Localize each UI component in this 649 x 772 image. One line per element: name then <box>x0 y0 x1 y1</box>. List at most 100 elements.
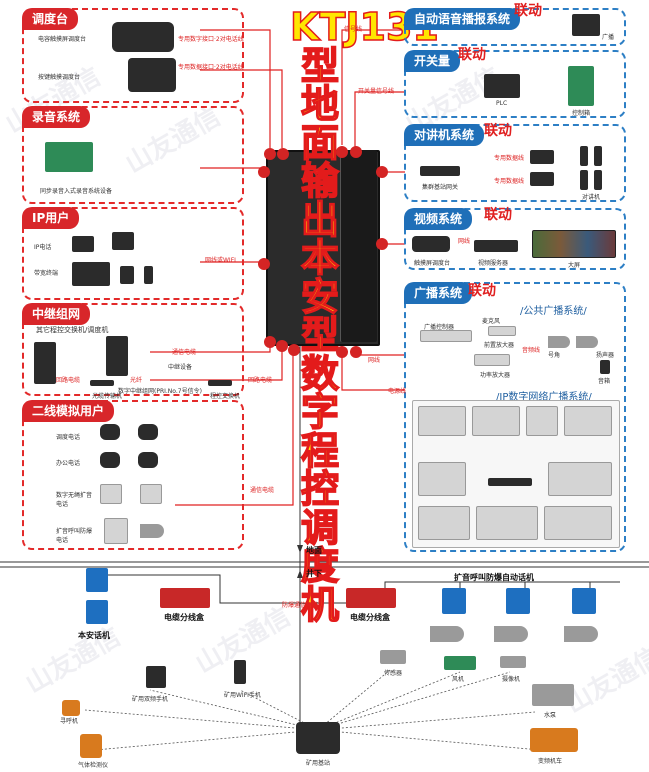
mine-base-station-device <box>296 722 340 754</box>
video-item-console: 触摸屏调度台 <box>414 260 451 267</box>
video-section: 视频系统 <box>404 208 626 270</box>
video-title: 视频系统 <box>404 208 473 230</box>
optical-transmitter-device <box>90 380 114 386</box>
analog-item-office-phone: 办公电话 <box>56 460 81 467</box>
preamp-device <box>488 326 516 336</box>
intercom-item-radio: 对讲机 <box>582 194 601 201</box>
ip-title: IP用户 <box>22 207 80 229</box>
camera-label: 摄像机 <box>502 676 521 683</box>
intercom-section: 对讲机系统 <box>404 124 626 202</box>
broadcast-phone-device <box>572 588 596 614</box>
analog-item-cordless: 数字无绳扩音电话 <box>56 492 93 508</box>
fan-device <box>444 656 476 670</box>
port-dot <box>264 336 276 348</box>
broadcast-ipnet: /IP数字网络广播系统/ <box>496 392 592 403</box>
sensor-label: 传感器 <box>384 670 403 677</box>
underground-label: 井下 <box>306 569 322 578</box>
control-box-device <box>568 66 594 106</box>
ip-section: IP用户 <box>22 207 244 300</box>
port-dot <box>336 346 348 358</box>
switch-title: 开关量 <box>404 50 461 72</box>
gateway-device <box>420 166 460 176</box>
dispatch-item-1: 电容触摸屏调度台 <box>38 36 87 43</box>
recording-item: 同步录音入式录音系统设备 <box>40 188 113 195</box>
broadcast-controller-device <box>420 330 472 342</box>
sensor-device <box>380 650 406 664</box>
touch-console-device <box>112 22 174 52</box>
locomotive-label: 变频机车 <box>538 758 563 765</box>
relay-title: 中继组网 <box>22 303 91 325</box>
walkie-talkie-device <box>580 170 588 190</box>
horn-device <box>140 524 164 538</box>
port-dot <box>350 346 362 358</box>
relay-item-exchange: 其它程控交换机/调度机 <box>36 326 109 334</box>
auto-broadcast-line: 信号线 <box>344 26 363 33</box>
ip-item-terminal: 带宽终端 <box>34 270 59 277</box>
gas-detector-label: 气体检测仪 <box>78 762 109 769</box>
radio-base-device <box>530 172 554 186</box>
power-amp-device <box>474 354 510 366</box>
phone-device <box>100 452 120 468</box>
ip-broadcast-module <box>476 506 538 540</box>
dispatch-title: 调度台 <box>22 8 79 30</box>
auto-broadcast-title: 自动语音播报系统 <box>404 8 521 30</box>
broadcast-item-horn: 号角 <box>548 352 561 359</box>
page-title: KTJ131型地面输出本安型数字程控调度机 <box>289 5 439 627</box>
mobile-device <box>144 266 153 284</box>
server-device <box>572 14 600 36</box>
port-dot <box>376 238 388 250</box>
intrinsic-phone-device <box>86 568 108 592</box>
horn-device <box>564 626 598 642</box>
broadcast-item-controller: 广播控制器 <box>424 324 455 331</box>
broadcast-line-net: 网线 <box>368 357 381 364</box>
cabinet-door <box>340 150 377 342</box>
intrinsic-phone-device <box>86 600 108 624</box>
link-label: 联动 <box>514 3 542 19</box>
ip-broadcast-switch <box>488 478 532 486</box>
exchange-cabinet-device-2 <box>106 336 128 376</box>
big-screen-device <box>532 230 616 258</box>
relay-line-cable: 通信电缆 <box>172 349 197 356</box>
ip-broadcast-module <box>544 506 612 540</box>
port-dot <box>276 340 288 352</box>
wifi-phone-label: 矿用WIFI手机 <box>224 692 261 699</box>
ground-label: 地面 <box>306 546 322 555</box>
cable-label: 防爆通信电缆 <box>282 602 319 609</box>
broadcast-item-preamp: 前置放大器 <box>484 342 515 349</box>
auto-broadcast-device: 广播 <box>602 34 615 41</box>
port-dot <box>264 148 276 160</box>
ip-broadcast-module <box>548 462 612 496</box>
ip-broadcast-module <box>472 406 520 436</box>
dispatch-item-2: 按键触摸调度台 <box>38 74 81 81</box>
port-dot <box>277 148 289 160</box>
link-label: 联动 <box>484 123 512 139</box>
intercom-title: 对讲机系统 <box>404 124 485 146</box>
link-label: 联动 <box>458 47 486 63</box>
broadcast-line-audio: 音频线 <box>522 347 541 354</box>
link-label: 联动 <box>484 207 512 223</box>
link-label: 联动 <box>468 283 496 299</box>
video-server-device <box>474 240 518 252</box>
port-dot <box>258 258 270 270</box>
broadcast-title: 广播系统 <box>404 282 473 304</box>
relay-line-loop-1: 回路电缆 <box>56 377 81 384</box>
tablet-device <box>120 266 134 284</box>
speaker-device <box>600 360 610 374</box>
ip-broadcast-module <box>418 506 470 540</box>
phone-device <box>138 452 158 468</box>
horn-device <box>494 626 528 642</box>
walkie-talkie-device <box>594 146 602 166</box>
cordless-phone-device <box>140 484 162 504</box>
intrinsic-phone-label: 本安话机 <box>78 631 110 640</box>
intercom-line-1: 专用数据线 <box>494 155 525 162</box>
broadcast-line-power: 电源线 <box>388 388 407 395</box>
auto-broadcast-section: 自动语音播报系统 <box>404 8 626 46</box>
junction-box-1-label: 电缆分线盒 <box>164 613 204 622</box>
ip-phone-device-2 <box>112 232 134 250</box>
port-dot <box>336 146 348 158</box>
dispatch-line-2: 专用数据接口·2对电话线 <box>178 64 244 71</box>
switch-item-box: 控制箱 <box>572 110 591 117</box>
video-item-server: 视频服务器 <box>478 260 509 267</box>
analog-item-broadcast-phone: 扩音呼叫防爆电话 <box>56 528 93 544</box>
optical-transmitter-device-2 <box>208 380 232 386</box>
